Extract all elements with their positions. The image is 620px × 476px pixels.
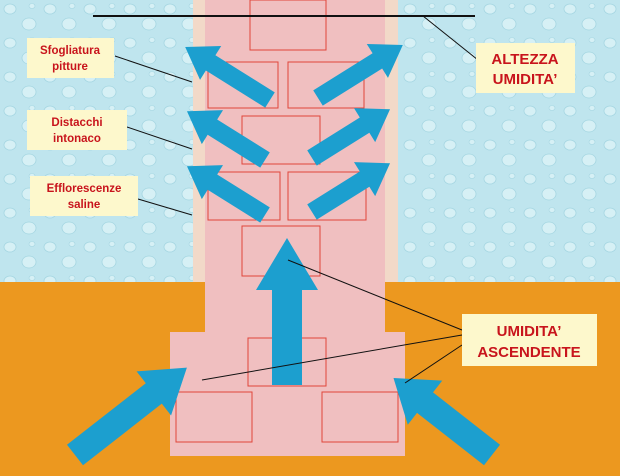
label-line: Sfogliatura [40,45,101,57]
label-line: ASCENDENTE [477,344,580,361]
arrow-bottom-right [393,378,501,466]
arrow-right-1 [313,43,403,106]
leader-lines [114,15,479,384]
label-line: UMIDITA’ [497,323,562,340]
label-rising-damp: UMIDITA’ ASCENDENTE [462,314,597,366]
label-line: Efflorescenze [47,183,122,195]
label-line: UMIDITA’ [493,71,558,88]
arrow-up [256,238,318,385]
label-plaster-detachment: Distacchi intonaco [27,110,127,150]
arrow-bottom-left [66,367,187,466]
label-peeling-paint: Sfogliatura pitture [27,38,114,78]
label-line: pitture [52,61,88,73]
arrow-left-1 [185,45,275,108]
label-salt-efflorescence: Efflorescenze saline [30,176,138,216]
arrow-right-3 [307,162,391,220]
arrow-left-2 [186,110,270,168]
arrow-right-2 [307,108,391,166]
label-line: saline [68,199,101,211]
label-line: Distacchi [51,117,102,129]
brick-wall [170,0,405,456]
label-moisture-height: ALTEZZA UMIDITA’ [476,43,575,93]
arrow-left-3 [186,165,270,223]
moisture-arrows [66,43,501,466]
label-line: intonaco [53,133,101,145]
label-line: ALTEZZA [491,51,558,68]
